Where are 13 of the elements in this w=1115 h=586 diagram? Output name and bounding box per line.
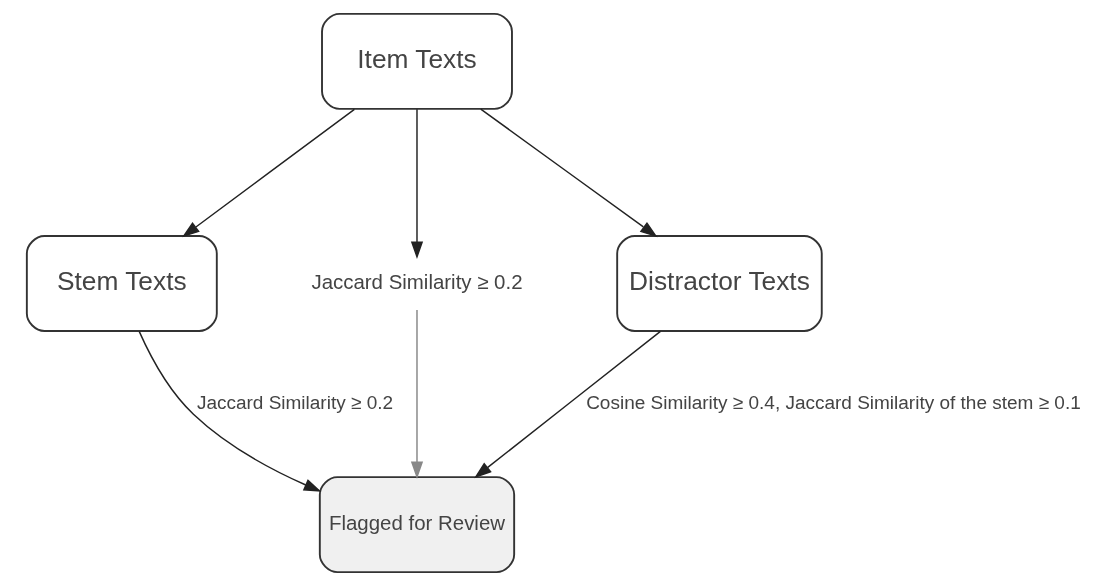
node-box: Stem Texts bbox=[25, 235, 218, 332]
arrow bbox=[410, 309, 423, 480]
node-box: Item Texts bbox=[320, 12, 513, 110]
arrow bbox=[473, 330, 661, 479]
arrow bbox=[181, 108, 355, 238]
arrow bbox=[410, 108, 423, 259]
edge-label: Cosine Similarity ≥ 0.4, Jaccard Similarity of the stem ≥ 0.1 bbox=[585, 392, 1081, 414]
arrow bbox=[137, 330, 321, 492]
node-text: Jaccard Similarity ≥ 0.2 bbox=[310, 269, 523, 293]
edge-label: Jaccard Similarity ≥ 0.2 bbox=[196, 392, 393, 414]
node-box: Distractor Texts bbox=[615, 235, 823, 332]
node-box: Flagged for Review bbox=[318, 476, 515, 574]
arrow bbox=[479, 108, 658, 238]
